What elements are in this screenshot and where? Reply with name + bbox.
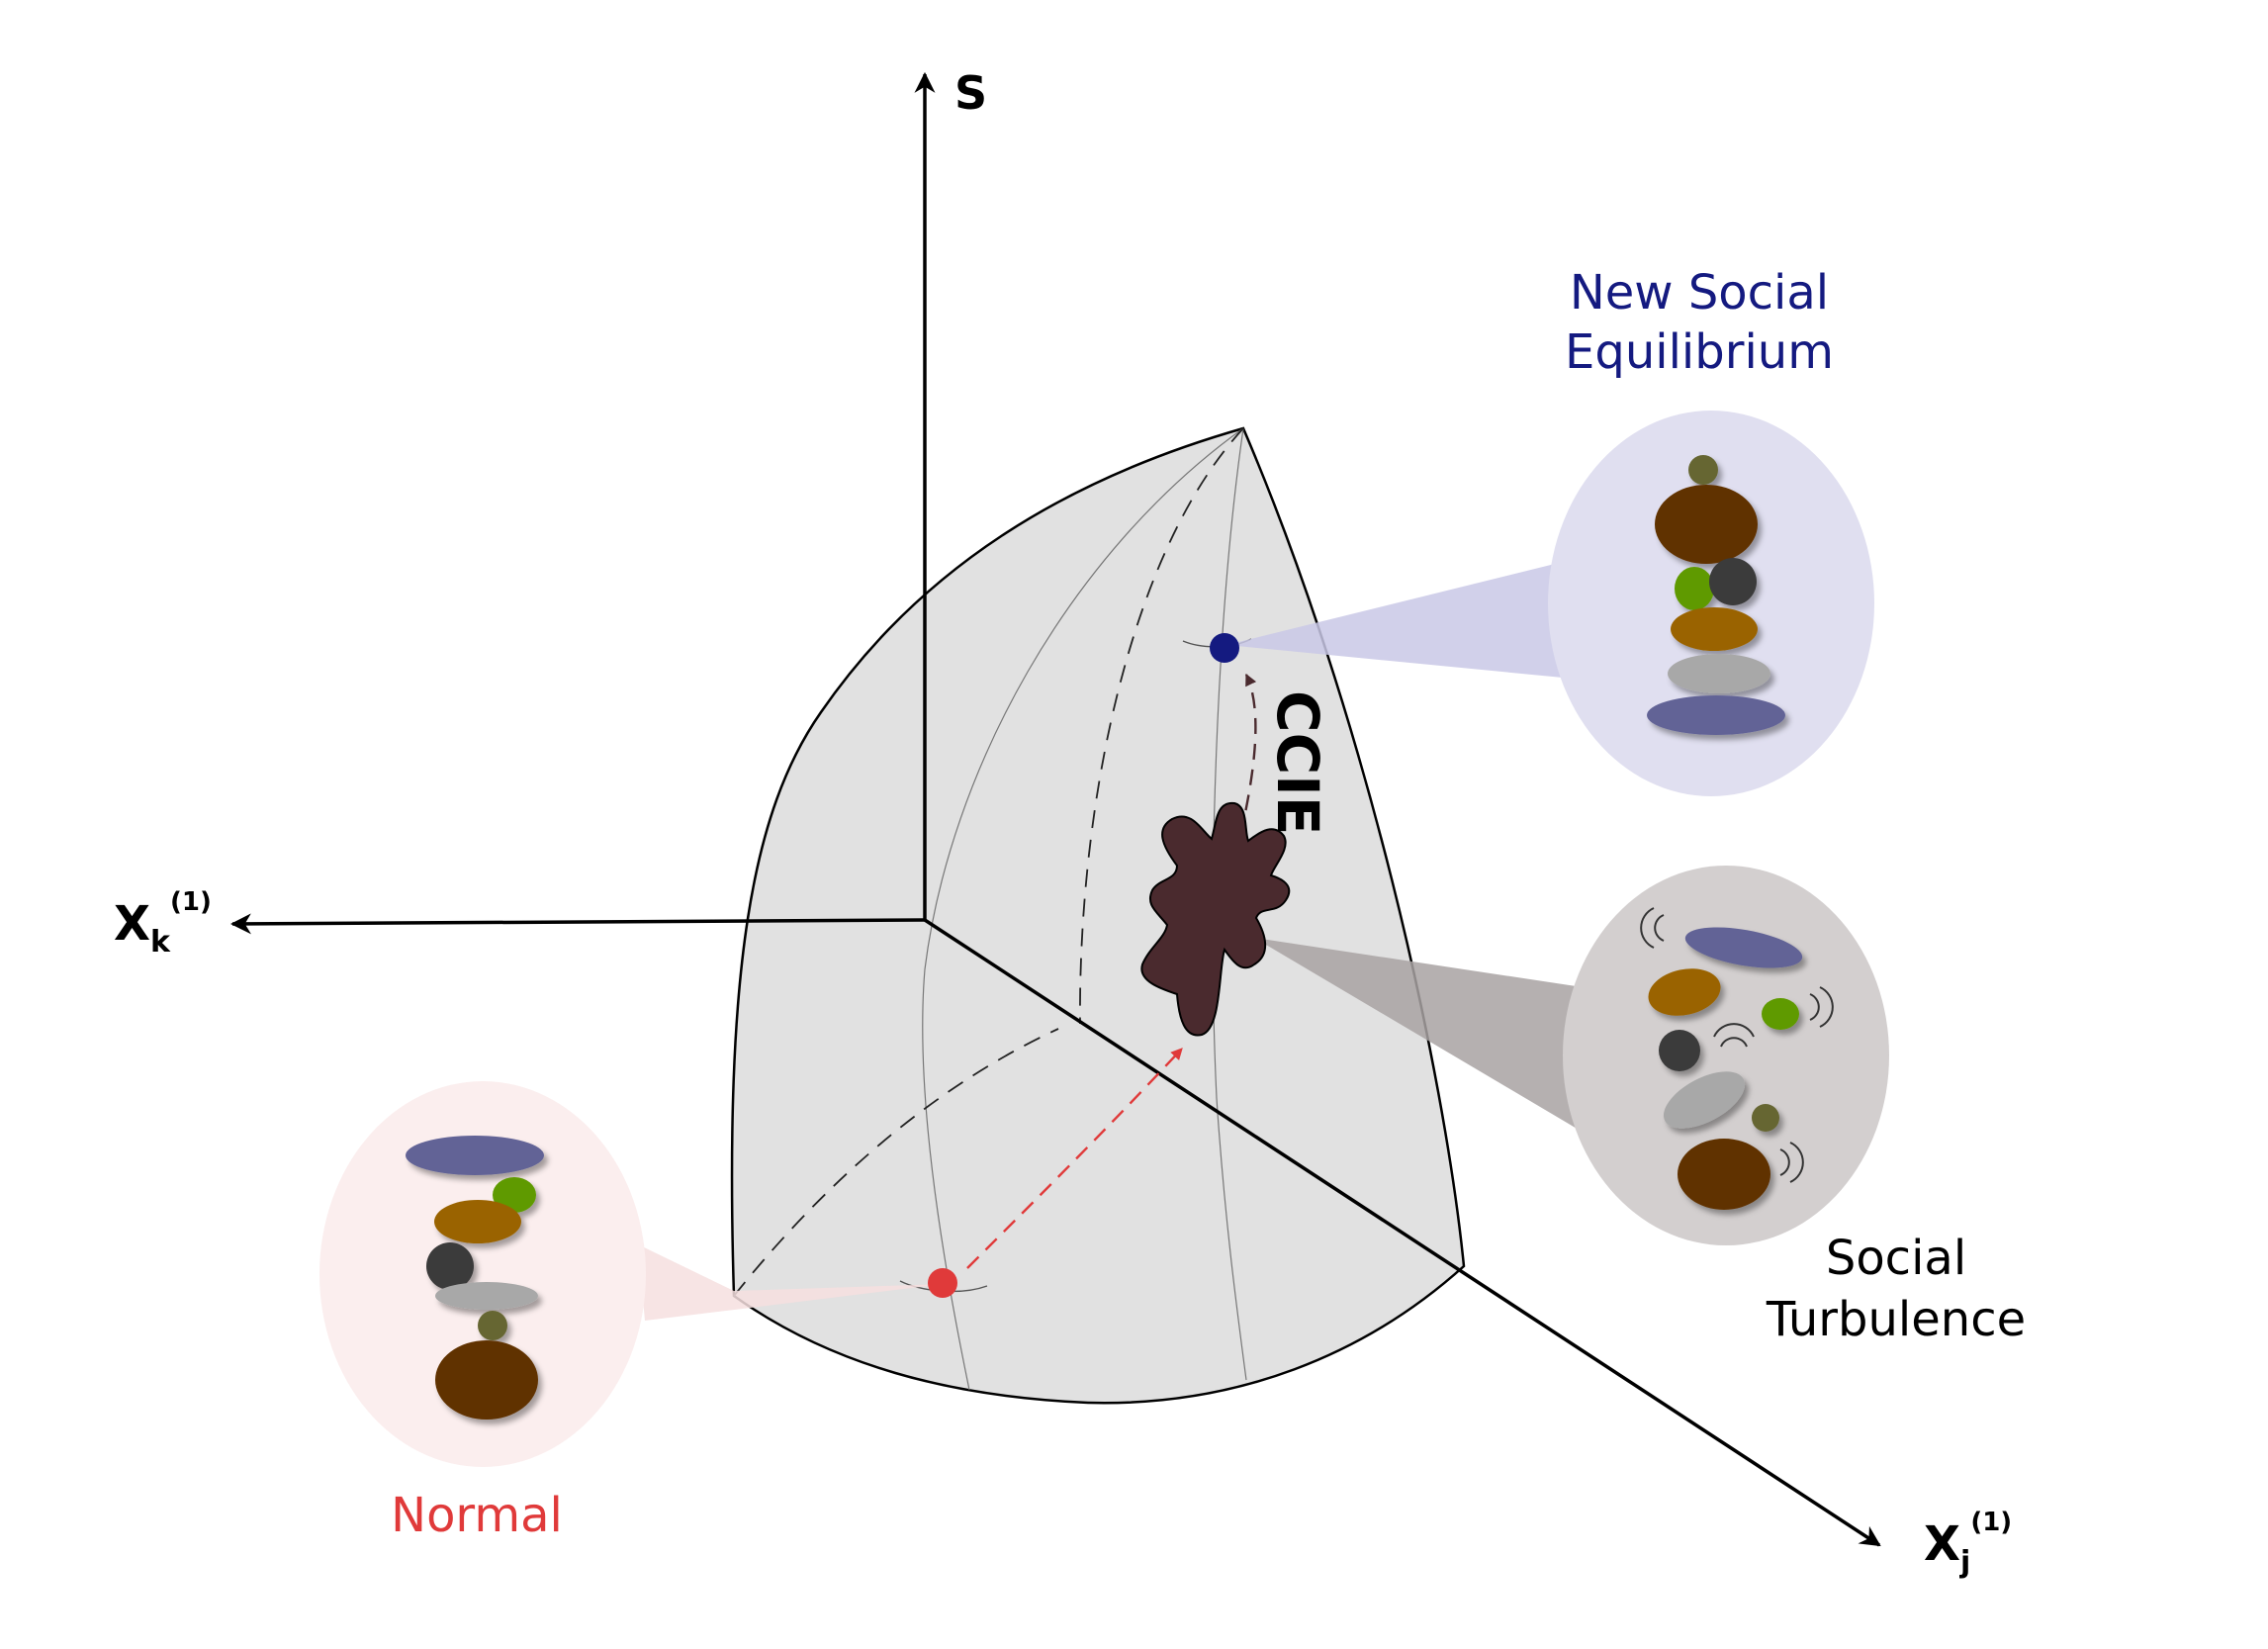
equilibrium-stone-amber bbox=[1671, 607, 1758, 651]
callout-wedges bbox=[638, 564, 1600, 1321]
normal-point bbox=[928, 1268, 957, 1298]
normal-stone-olive-small bbox=[478, 1311, 507, 1340]
turbulence-stone-dark bbox=[1659, 1030, 1700, 1071]
ccie-label: CCIE bbox=[1264, 690, 1331, 835]
equilibrium-stone-green bbox=[1675, 567, 1714, 610]
xj-axis-main: X bbox=[1924, 1516, 1960, 1572]
turbulence-stone-brown bbox=[1678, 1139, 1770, 1210]
xk-axis-subscript: k bbox=[150, 925, 171, 960]
xk-axis-label: Xk (1) bbox=[114, 887, 212, 960]
turbulence-label-line1: Social bbox=[1826, 1231, 1966, 1286]
turbulence-stone-green bbox=[1762, 998, 1799, 1030]
new-equilibrium-point bbox=[1210, 633, 1239, 663]
xk-axis-main: X bbox=[114, 896, 150, 952]
xj-axis-line bbox=[924, 918, 1881, 1547]
new-equilibrium-label-line2: Equilibrium bbox=[1565, 324, 1834, 380]
surface-wedge bbox=[730, 426, 1466, 1405]
turbulence-stone-olive-small bbox=[1752, 1104, 1779, 1132]
normal-stone-green bbox=[493, 1177, 536, 1213]
normal-to-turbulence-path bbox=[966, 1048, 1183, 1269]
normal-stone-dark bbox=[426, 1242, 474, 1290]
equilibrium-bubble bbox=[1548, 411, 1874, 796]
equilibrium-callout bbox=[1226, 564, 1563, 678]
surface-fill bbox=[730, 426, 1466, 1405]
normal-stone-purple bbox=[406, 1136, 544, 1175]
xk-axis-superscript: (1) bbox=[170, 887, 212, 917]
axes bbox=[229, 71, 1881, 1547]
turbulence-blob bbox=[1140, 801, 1291, 1037]
turbulence-bubble bbox=[1563, 866, 1889, 1245]
normal-bubble bbox=[319, 1081, 646, 1467]
normal-stone-brown-large bbox=[435, 1340, 538, 1420]
turbulence-label-line2: Turbulence bbox=[1766, 1292, 2026, 1347]
s-axis-label: S bbox=[954, 66, 987, 120]
vibration-arcs-icon bbox=[1640, 907, 1834, 1183]
turbulence-stone-amber bbox=[1648, 968, 1721, 1016]
turbulence-stone-gray bbox=[1663, 1071, 1746, 1129]
equilibrium-stone-brown-large bbox=[1655, 485, 1758, 564]
new-equilibrium-label-line1: New Social bbox=[1570, 265, 1829, 321]
normal-label: Normal bbox=[391, 1488, 563, 1543]
equilibrium-stone-olive-small bbox=[1688, 455, 1718, 485]
turbulence-stone-purple bbox=[1684, 927, 1803, 968]
equilibrium-stone-dark bbox=[1709, 558, 1757, 605]
xk-axis-line bbox=[229, 913, 926, 935]
xj-axis-subscript: j bbox=[1959, 1545, 1970, 1580]
equilibrium-stone-gray bbox=[1668, 654, 1770, 693]
equilibrium-stone-purple bbox=[1647, 695, 1785, 735]
xj-axis-label: Xj(1) bbox=[1924, 1508, 2012, 1580]
xj-axis-superscript: (1) bbox=[1970, 1508, 2012, 1537]
normal-callout bbox=[638, 1244, 945, 1321]
turbulence-callout bbox=[1254, 938, 1600, 1143]
normal-stone-gray bbox=[435, 1282, 538, 1310]
normal-stone-amber bbox=[434, 1200, 521, 1243]
